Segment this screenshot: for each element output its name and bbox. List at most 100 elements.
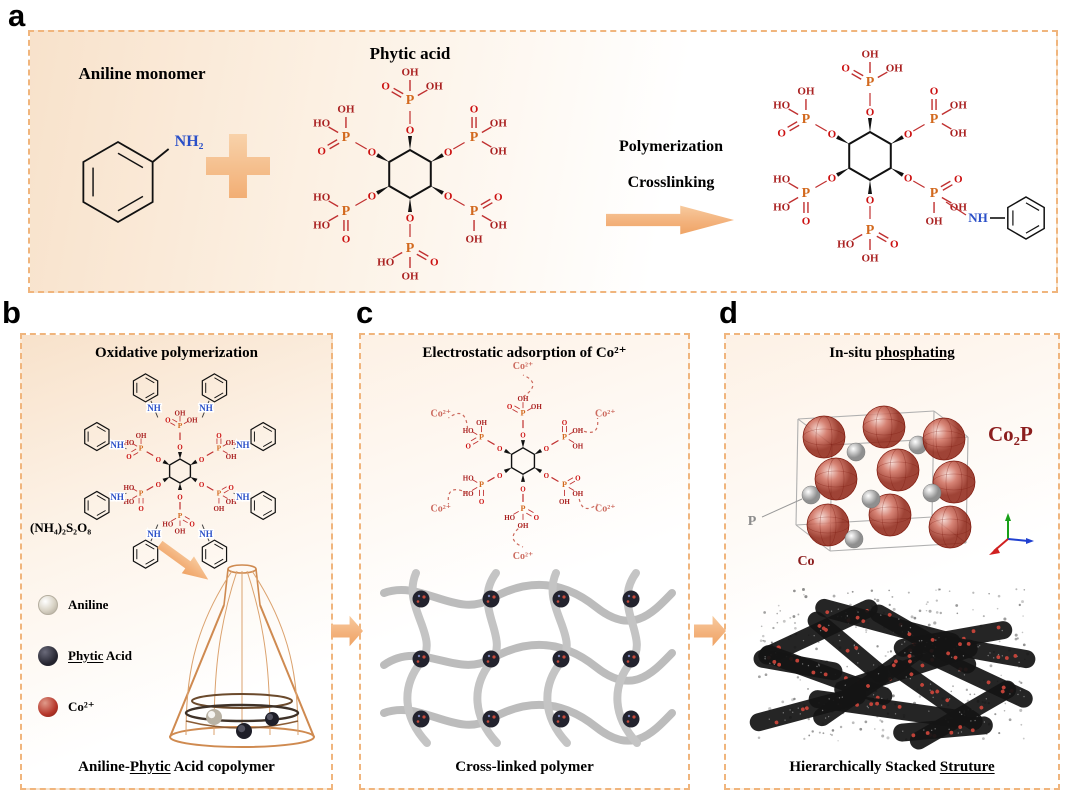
- svg-text:NH: NH: [199, 403, 213, 413]
- svg-text:HO: HO: [463, 490, 474, 498]
- svg-text:P: P: [217, 489, 222, 498]
- svg-text:Co²⁺: Co²⁺: [595, 504, 616, 515]
- svg-text:NH: NH: [147, 529, 161, 539]
- flask-artwork: [169, 564, 315, 748]
- legend-label-cobalt: Co²⁺: [68, 699, 95, 714]
- benzene-ring: [82, 140, 154, 224]
- svg-text:O: O: [156, 481, 162, 489]
- svg-text:NH: NH: [199, 529, 213, 539]
- svg-text:P: P: [562, 432, 567, 441]
- svg-text:OH: OH: [518, 395, 529, 403]
- svg-text:O: O: [890, 238, 899, 250]
- svg-text:O: O: [406, 213, 415, 225]
- crosslinking-label: Crosslinking: [627, 174, 715, 191]
- svg-text:O: O: [828, 129, 837, 141]
- svg-text:O: O: [342, 233, 351, 245]
- panel-c-letter: c: [356, 295, 374, 330]
- svg-text:OH: OH: [797, 86, 815, 98]
- benzene-ring: [84, 421, 110, 452]
- svg-text:HO: HO: [773, 100, 791, 112]
- svg-text:P: P: [470, 130, 479, 145]
- svg-text:NH: NH: [968, 210, 988, 225]
- svg-text:HO: HO: [123, 484, 134, 492]
- svg-text:OH: OH: [226, 439, 237, 447]
- svg-text:O: O: [520, 485, 526, 493]
- svg-text:O: O: [199, 456, 205, 464]
- svg-text:O: O: [866, 107, 875, 119]
- svg-text:P: P: [521, 504, 526, 513]
- svg-text:P: P: [748, 514, 757, 529]
- oxidant-label: (NH₄)₂S₂O₈: [30, 520, 92, 535]
- svg-text:HO: HO: [313, 118, 331, 130]
- svg-text:O: O: [562, 419, 568, 427]
- panel-d-title: In-situ phosphating: [829, 345, 955, 361]
- svg-text:O: O: [430, 256, 439, 268]
- svg-text:O: O: [444, 191, 453, 203]
- svg-text:O: O: [520, 432, 526, 440]
- svg-text:P: P: [479, 432, 484, 441]
- aniline-sphere-icon: [38, 595, 58, 615]
- svg-text:OH: OH: [925, 215, 943, 227]
- svg-text:OH: OH: [572, 442, 583, 450]
- svg-text:O: O: [479, 498, 485, 506]
- svg-text:O: O: [497, 472, 503, 480]
- svg-text:O: O: [444, 147, 453, 159]
- svg-text:P: P: [406, 93, 415, 108]
- svg-text:O: O: [777, 128, 786, 140]
- svg-text:O: O: [317, 146, 326, 158]
- network-artwork: [380, 569, 676, 747]
- svg-text:O: O: [544, 445, 550, 453]
- cobalt-sphere-icon: [38, 697, 58, 717]
- svg-text:O: O: [904, 173, 913, 185]
- svg-text:P: P: [479, 480, 484, 489]
- svg-text:OH: OH: [401, 67, 419, 79]
- polymerization-label: Polymerization: [619, 138, 723, 155]
- svg-text:O: O: [156, 456, 162, 464]
- benzene-ring: [1007, 196, 1045, 240]
- svg-text:NH: NH: [110, 440, 124, 450]
- legend-label-phytic-acid: Phytic Acid: [68, 648, 132, 663]
- svg-text:O: O: [177, 494, 183, 502]
- svg-text:OH: OH: [518, 522, 529, 530]
- benzene-ring: [84, 490, 110, 521]
- svg-text:HO: HO: [837, 238, 855, 250]
- svg-text:O: O: [165, 417, 171, 425]
- svg-text:O: O: [575, 475, 581, 483]
- svg-text:HO: HO: [313, 220, 331, 232]
- svg-text:OH: OH: [136, 432, 147, 440]
- svg-text:O: O: [470, 104, 479, 116]
- svg-text:P: P: [930, 186, 939, 201]
- svg-text:O: O: [841, 63, 850, 75]
- svg-text:OH: OH: [490, 146, 508, 158]
- svg-text:Co²⁺: Co²⁺: [430, 504, 451, 515]
- svg-text:OH: OH: [337, 104, 355, 116]
- phytic-acid-sphere-icon: [38, 646, 58, 666]
- svg-text:Co²⁺: Co²⁺: [430, 409, 451, 420]
- sem-artwork: [749, 587, 1036, 750]
- legend-label-aniline: Aniline: [68, 597, 109, 612]
- svg-text:HO: HO: [313, 191, 331, 203]
- svg-text:HO: HO: [773, 173, 791, 185]
- svg-text:O: O: [802, 215, 811, 227]
- svg-text:P: P: [217, 444, 222, 453]
- svg-text:NH: NH: [110, 492, 124, 502]
- svg-text:NH: NH: [236, 440, 250, 450]
- svg-text:HO: HO: [123, 439, 134, 447]
- legend-item-aniline: Aniline: [38, 595, 132, 615]
- svg-text:OH: OH: [559, 498, 570, 506]
- svg-text:OH: OH: [187, 417, 198, 425]
- svg-text:HO: HO: [162, 520, 173, 528]
- svg-text:O: O: [406, 125, 415, 137]
- panel-d-letter: d: [719, 295, 738, 330]
